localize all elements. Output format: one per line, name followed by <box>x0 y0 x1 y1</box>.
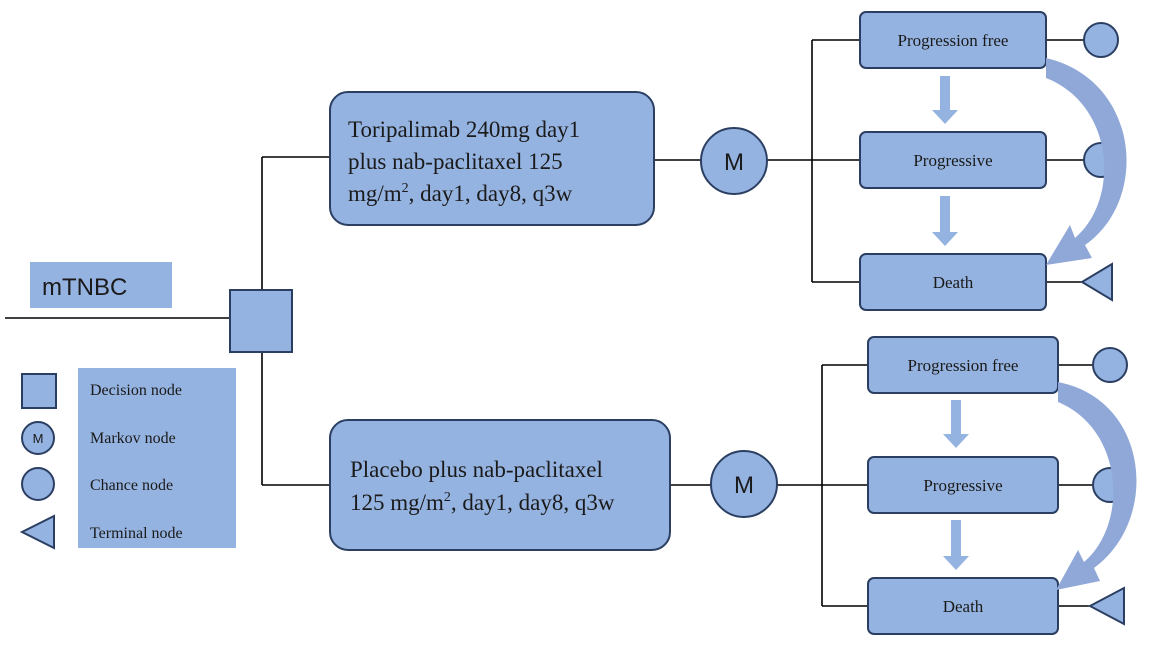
arm1-state-progressive-label: Progressive <box>913 151 992 170</box>
arm1-state-death-box <box>859 253 1047 311</box>
markov-node-label: M <box>734 472 754 499</box>
legend-markov-symbol-label: M <box>33 431 44 446</box>
transition-arrow-down <box>932 196 958 246</box>
arm1-state-pfs-label: Progression free <box>898 31 1009 50</box>
legend-item-markov: Markov node <box>90 430 176 447</box>
arm1-line3: mg/m2, day1, day8, q3w <box>348 181 573 206</box>
arm1-state-progressive-box <box>859 131 1047 189</box>
arm2-line1: Placebo plus nab-paclitaxel <box>350 457 603 482</box>
markov-node-circle <box>700 127 768 195</box>
root-label: mTNBC <box>42 274 127 301</box>
arm1-state-pfs-box <box>859 11 1047 69</box>
arm1-state-death-label: Death <box>933 273 974 292</box>
chance-node <box>1092 347 1128 383</box>
legend: M Decision node Markov node Chance node … <box>19 368 236 550</box>
arm2-state-progressive-label: Progressive <box>923 476 1002 495</box>
legend-decision-symbol <box>21 373 57 409</box>
arm2-state-death-label: Death <box>943 597 984 616</box>
transition-arrow-curved <box>1046 58 1127 265</box>
terminal-node <box>1087 586 1125 626</box>
arm2-state-progressive-box <box>867 456 1059 514</box>
chance-node <box>1083 22 1119 58</box>
arm2-node: Placebo plus nab-paclitaxel 125 mg/m2, d… <box>329 419 671 551</box>
transition-arrow-down <box>943 520 969 570</box>
decision-node <box>229 289 293 353</box>
root-box <box>30 262 172 308</box>
arm2-state-death-box <box>867 577 1059 635</box>
markov-node-label: M <box>724 149 744 176</box>
terminal-node <box>1080 262 1113 302</box>
legend-terminal-symbol <box>19 514 55 550</box>
arm2-box <box>329 419 671 551</box>
arm1-line2: plus nab-paclitaxel 125 <box>348 149 563 174</box>
connector-lines <box>5 39 1092 607</box>
root-node: mTNBC <box>30 262 172 308</box>
arm2-state-pfs-box <box>867 336 1059 394</box>
arm2-states: Progression free Progressive Death <box>867 336 1059 635</box>
legend-item-decision: Decision node <box>90 382 182 399</box>
arm1-line1: Toripalimab 240mg day1 <box>348 117 580 142</box>
arm1-states: Progression free Progressive Death <box>859 11 1047 311</box>
legend-chance-symbol <box>21 467 55 501</box>
legend-item-chance: Chance node <box>90 477 173 494</box>
transition-arrow-curved <box>1056 382 1137 590</box>
legend-item-terminal: Terminal node <box>90 525 183 542</box>
markov-node-circle <box>710 450 778 518</box>
legend-markov-symbol <box>21 421 55 455</box>
markov-node-arm2: M <box>710 450 778 518</box>
arm1-box <box>329 91 655 226</box>
arm2-state-pfs-label: Progression free <box>908 356 1019 375</box>
transition-arrow-down <box>932 76 958 124</box>
transition-arrow-down <box>943 400 969 448</box>
arm1-node: Toripalimab 240mg day1 plus nab-paclitax… <box>329 91 655 226</box>
arm2-line2: 125 mg/m2, day1, day8, q3w <box>350 490 615 515</box>
legend-box <box>78 368 236 548</box>
markov-node-arm1: M <box>700 127 768 195</box>
